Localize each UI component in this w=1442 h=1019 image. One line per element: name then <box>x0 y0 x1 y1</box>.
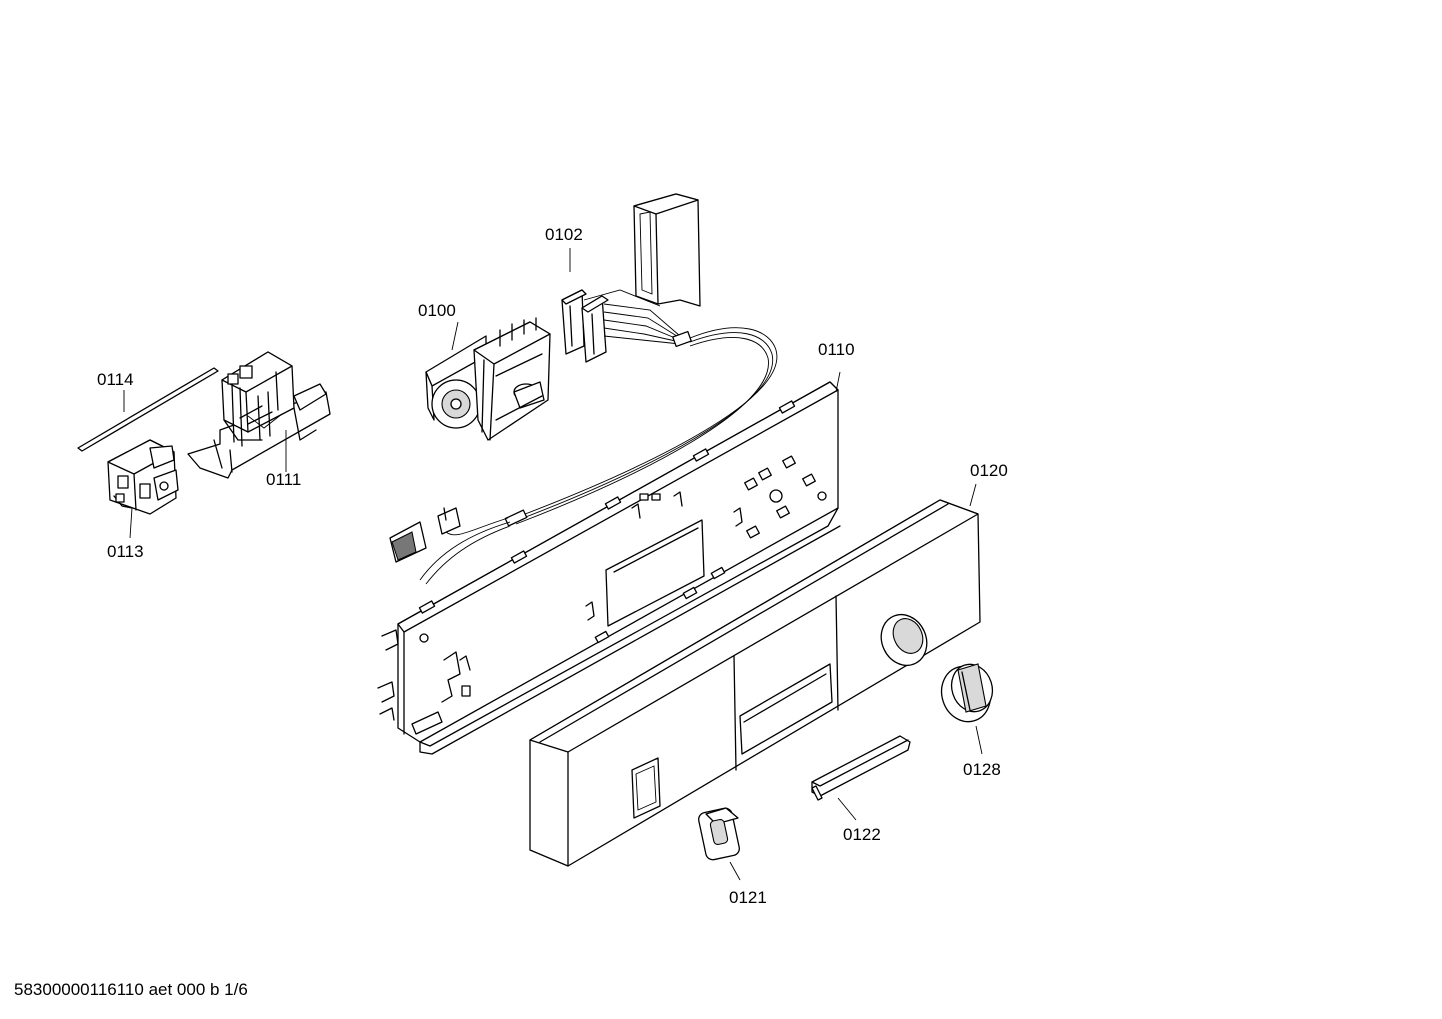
label-0120: 0120 <box>970 461 1008 480</box>
label-0114: 0114 <box>97 370 134 389</box>
part-labels: 0100 0102 0110 0111 0113 0114 0120 0121 … <box>97 225 1008 907</box>
label-0111: 0111 <box>266 470 301 489</box>
part-0128-knob <box>940 663 994 723</box>
part-0120-front-fascia <box>529 499 981 867</box>
part-0102-connector-harness <box>389 193 778 585</box>
part-0100-timer-motor <box>425 317 551 441</box>
part-0122-strip <box>811 735 911 801</box>
label-0128: 0128 <box>963 760 1001 779</box>
label-0121: 0121 <box>729 888 767 907</box>
part-0110-panel-frame <box>377 381 841 755</box>
part-0121-button <box>698 807 740 861</box>
label-0102: 0102 <box>545 225 583 244</box>
label-0122: 0122 <box>843 825 881 844</box>
drawing-reference-footer: 58300000116110 aet 000 b 1/6 <box>14 980 248 999</box>
part-0111-bracket <box>187 351 331 479</box>
label-0110: 0110 <box>818 340 855 359</box>
part-0113-switch <box>107 439 179 515</box>
label-0113: 0113 <box>107 542 144 561</box>
part-0114-rod <box>77 367 219 452</box>
leader-lines <box>123 248 983 881</box>
label-0100: 0100 <box>418 301 456 320</box>
